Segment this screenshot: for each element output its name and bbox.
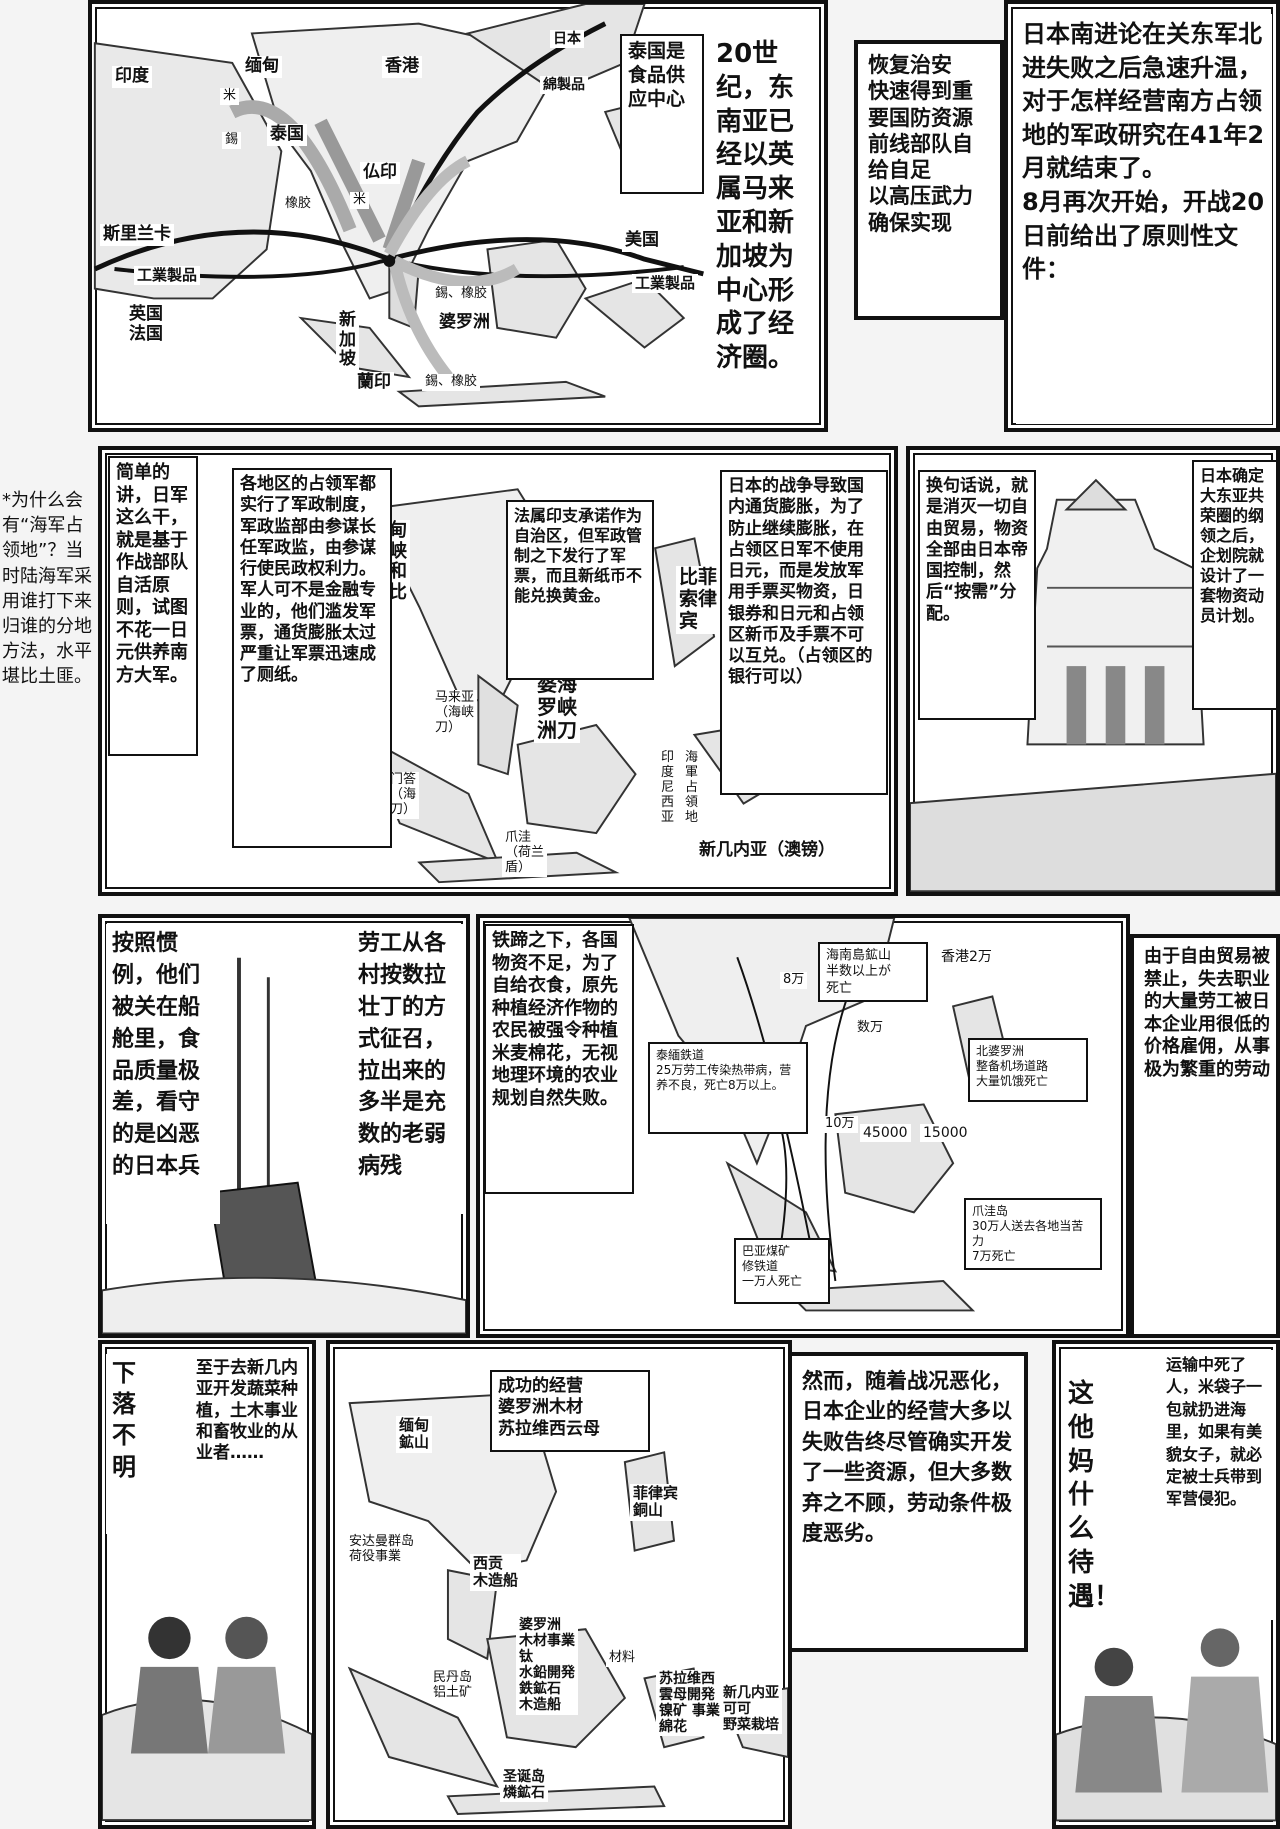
labor-coal-mine: 巴亚煤矿 修铁道 一万人死亡 bbox=[734, 1238, 830, 1304]
goals-list: 恢复治安 快速得到重要国防资源 前线部队自给自足 以高压武力确保实现 bbox=[862, 48, 998, 314]
panel-ship: 按照惯例，他们被关在船舱里，食品质量极差，看守的是凶恶的日本兵 劳工从各村按数拉… bbox=[98, 914, 470, 1338]
thai-food-box: 泰国是食品供应中心 bbox=[620, 34, 704, 194]
label-industrial-west: 工業製品 bbox=[134, 266, 201, 286]
currency-label-borneo: 婆海 罗峡 洲刀 bbox=[534, 672, 580, 743]
ship-box-1: 按照惯例，他们被关在船舱里，食品质量极差，看守的是凶恶的日本兵 bbox=[106, 924, 220, 1224]
panel-planning: 换句话说，就是消灭一切自由贸易，物资全部由日本帝国控制，然后“按需”分配。 日本… bbox=[906, 446, 1280, 896]
business-label-saigon: 西贡 木造船 bbox=[470, 1554, 522, 1591]
south-advance-narration: 日本南进论在关东军北进失败之后急速升温，对于怎样经营南方占领地的军政研究在41年… bbox=[1016, 14, 1272, 424]
label-tin-rubber-1: 錫、橡胶 bbox=[432, 286, 491, 303]
farmers-drawing bbox=[102, 1616, 312, 1821]
label-tin: 錫 bbox=[222, 132, 242, 149]
label-borneo: 婆罗洲 bbox=[436, 312, 493, 334]
panel-currency: 简单的讲，日军这么干，就是基于作战部队自活原则，试图不花一日元供养南方大军。 各… bbox=[98, 446, 898, 896]
panel-goals: 恢复治安 快速得到重要国防资源 前线部队自给自足 以高压武力确保实现 bbox=[854, 40, 1004, 320]
employment-box: 由于自由贸易被禁止，失去职业的大量劳工被日本企业用很低的价格雇佣，从事极为繁重的… bbox=[1138, 942, 1276, 1202]
business-label-bintan: 民丹岛 铝土矿 bbox=[430, 1670, 476, 1702]
panel-abuse: 这他妈什么待遇！ 运输中死了人，米袋子一包就扔进海里，如果有美貌女子，就必定被士… bbox=[1052, 1340, 1280, 1829]
labor-box-1: 铁蹄之下，各国物资不足，为了自给衣食，原先种植经济作物的农民被强令种植米麦棉花，… bbox=[484, 924, 634, 1194]
label-burma: 缅甸 bbox=[242, 56, 282, 78]
label-hongkong: 香港 bbox=[382, 56, 422, 78]
label-srilanka: 斯里兰卡 bbox=[100, 224, 174, 246]
panel-labor-map: 铁蹄之下，各国物资不足，为了自给衣食，原先种植经济作物的农民被强令种植米麦棉花，… bbox=[476, 914, 1130, 1338]
transport-ship-drawing bbox=[102, 957, 466, 1334]
panel-business-map: 成功的经营 婆罗洲木材 苏拉维西云母 缅甸 鉱山 安达曼群岛 荷役事業 西贡 木… bbox=[326, 1340, 792, 1829]
business-label-burma: 缅甸 鉱山 bbox=[396, 1416, 433, 1453]
failure-box: 然而，随着战况恶化，日本企业的经营大多以失败告终尽管确实开发了一些资源，但大多数… bbox=[796, 1362, 1024, 1648]
sidebar-note: *为什么会有“海军占领地”？当时陆海军采用谁打下来归谁的分地方法，水平堪比土匪。 bbox=[2, 490, 92, 688]
label-indochina: 仏印 bbox=[360, 162, 400, 184]
labor-hongkong: 香港2万 bbox=[938, 948, 995, 967]
currency-label-philippines: 比菲 索律 宾 bbox=[676, 566, 721, 634]
labor-java: 爪洼岛 30万人送去各地当苦力 7万死亡 bbox=[964, 1198, 1102, 1270]
currency-box-1: 简单的讲，日军这么干，就是基于作战部队自活原则，试图不花一日元供养南方大军。 bbox=[108, 456, 198, 756]
business-label-andaman: 安达曼群岛 荷役事業 bbox=[346, 1534, 418, 1566]
business-label-sulawesi: 苏拉维西 雲母開発 镍矿 事業 綿花 bbox=[656, 1670, 723, 1737]
currency-box-4: 日本的战争导致国内通货膨胀，为了防止继续膨胀，在占领区日军不使用日元，而是发放军… bbox=[720, 470, 888, 795]
labor-thai-rail: 泰緬鉄道 25万劳工传染热带病，营养不良，死亡8万以上。 bbox=[648, 1042, 808, 1134]
label-uk-france: 英国 法国 bbox=[126, 304, 166, 346]
missing-vertical: 下落不明 bbox=[106, 1354, 144, 1534]
diet-building-drawing bbox=[910, 478, 1276, 892]
business-label-material: 材料 bbox=[606, 1650, 639, 1667]
label-rice-1: 米 bbox=[220, 88, 240, 105]
currency-label-navy-area: 海 軍 占 領 地 bbox=[682, 750, 702, 827]
labor-n10k: 10万 bbox=[822, 1116, 858, 1133]
business-label-christmas: 圣诞岛 燐鉱石 bbox=[500, 1768, 548, 1803]
abuse-shout: 这他妈什么待遇！ bbox=[1062, 1374, 1120, 1612]
business-success-box: 成功的经营 婆罗洲木材 苏拉维西云母 bbox=[490, 1370, 650, 1452]
planning-box-1: 换句话说，就是消灭一切自由贸易，物资全部由日本帝国控制，然后“按需”分配。 bbox=[918, 470, 1036, 720]
planning-box-2: 日本确定大东亚共荣圈的纲领之后，企划院就设计了一套物资动员计划。 bbox=[1192, 460, 1276, 710]
labor-hainan: 海南島鉱山 半数以上が 死亡 bbox=[818, 942, 928, 1002]
label-dutch-indies: 蘭印 bbox=[354, 372, 394, 394]
business-label-philippines: 菲律宾 銅山 bbox=[630, 1484, 682, 1521]
currency-label-java: 爪洼 （荷兰 盾） bbox=[502, 830, 548, 877]
label-usa: 美国 bbox=[622, 230, 662, 252]
label-cotton: 綿製品 bbox=[540, 76, 588, 95]
label-rice-2: 米 bbox=[350, 192, 370, 209]
label-tin-rubber-2: 錫、橡胶 bbox=[422, 374, 481, 391]
label-india: 印度 bbox=[112, 66, 152, 88]
currency-box-3: 法属印支承诺作为自治区，但军政管制之下发行了军票，而且新纸币不能兑换黄金。 bbox=[506, 500, 654, 680]
panel-failure: 然而，随着战况恶化，日本企业的经营大多以失败告终尽管确实开发了一些资源，但大多数… bbox=[788, 1352, 1028, 1652]
newguinea-box: 至于去新几内亚开发蔬菜种植，土木事业和畜牧业的从业者…… bbox=[190, 1354, 306, 1574]
label-industrial-east: 工業製品 bbox=[632, 274, 699, 294]
panel-narration: 日本南进论在关东军北进失败之后急速升温，对于怎样经营南方占领地的军政研究在41年… bbox=[1004, 0, 1280, 432]
currency-label-new-guinea: 新几内亚（澳镑） bbox=[696, 840, 838, 862]
business-label-borneo: 婆罗洲 木材事業 钛 水鉛開発 鉄鉱石 木造船 bbox=[516, 1616, 578, 1715]
business-label-newguinea: 新几内亚 可可 野菜栽培 bbox=[720, 1684, 782, 1735]
workers-drawing bbox=[1056, 1628, 1276, 1822]
abuse-box: 运输中死了人，米袋子一包就扔进海里，如果有美貌女子，就必定被士兵带到军营侵犯。 bbox=[1160, 1350, 1276, 1620]
panel-newguinea: 下落不明 至于去新几内亚开发蔬菜种植，土木事业和畜牧业的从业者…… bbox=[98, 1340, 316, 1829]
currency-label-dutch-indies: 印 度 尼 西 亚 bbox=[658, 750, 678, 827]
panel-employment: 由于自由贸易被禁止，失去职业的大量劳工被日本企业用很低的价格雇佣，从事极为繁重的… bbox=[1130, 934, 1280, 1338]
label-thailand: 泰国 bbox=[267, 124, 307, 146]
labor-n80k: 8万 bbox=[780, 972, 808, 989]
ship-box-2: 劳工从各村按数拉壮丁的方式征召，拉出来的多半是充数的老弱病残 bbox=[352, 924, 466, 1214]
labor-n45000: 45000 bbox=[860, 1124, 911, 1143]
economy-summary: 20世纪，东南亚已经以英属马来亚和新加坡为中心形成了经济圈。 bbox=[710, 34, 818, 419]
label-singapore: 新 加 坡 bbox=[336, 310, 359, 371]
label-rubber: 橡胶 bbox=[282, 196, 315, 213]
currency-label-malaya: 马来亚 （海峡 刀） bbox=[432, 690, 478, 737]
panel-trade-map: 印度 缅甸 香港 日本 綿製品 泰国 仏印 米 米 錫 橡胶 斯里兰卡 工業製品… bbox=[88, 0, 828, 432]
labor-north-borneo: 北婆罗洲 整备机场道路 大量饥饿死亡 bbox=[968, 1038, 1088, 1102]
labor-tens-k: 数万 bbox=[854, 1020, 887, 1037]
currency-box-2: 各地区的占领军都实行了军政制度，军政监部由参谋长任军政监，由参谋行使民政权利力。… bbox=[232, 468, 392, 848]
label-japan: 日本 bbox=[550, 30, 584, 49]
labor-n15000: 15000 bbox=[920, 1124, 971, 1143]
